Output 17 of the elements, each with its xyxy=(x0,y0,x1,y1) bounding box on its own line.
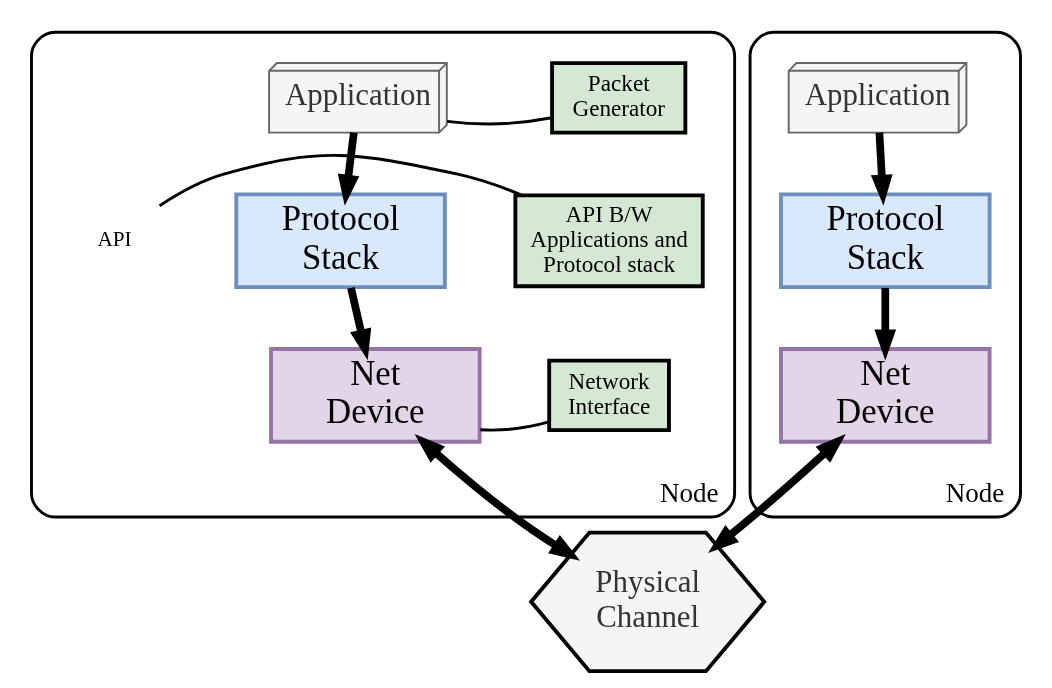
connector xyxy=(446,116,552,126)
arrow xyxy=(414,434,581,561)
connector xyxy=(480,420,550,432)
node-box: Net Device xyxy=(779,347,992,444)
arrow xyxy=(337,132,360,206)
node-box: Protocol Stack xyxy=(234,192,447,290)
node-box: Protocol Stack xyxy=(779,192,992,290)
arrow xyxy=(347,287,372,361)
arrow xyxy=(874,287,897,361)
node-box: Net Device xyxy=(269,347,482,444)
node-text: API xyxy=(97,227,132,252)
node-box: Network Interface xyxy=(547,358,671,433)
arrow xyxy=(708,433,846,553)
arrow xyxy=(870,132,893,206)
connector xyxy=(158,154,523,207)
node-box: Packet Generator xyxy=(550,61,688,135)
node-box: API B/W Applications and Protocol stack xyxy=(513,193,705,289)
